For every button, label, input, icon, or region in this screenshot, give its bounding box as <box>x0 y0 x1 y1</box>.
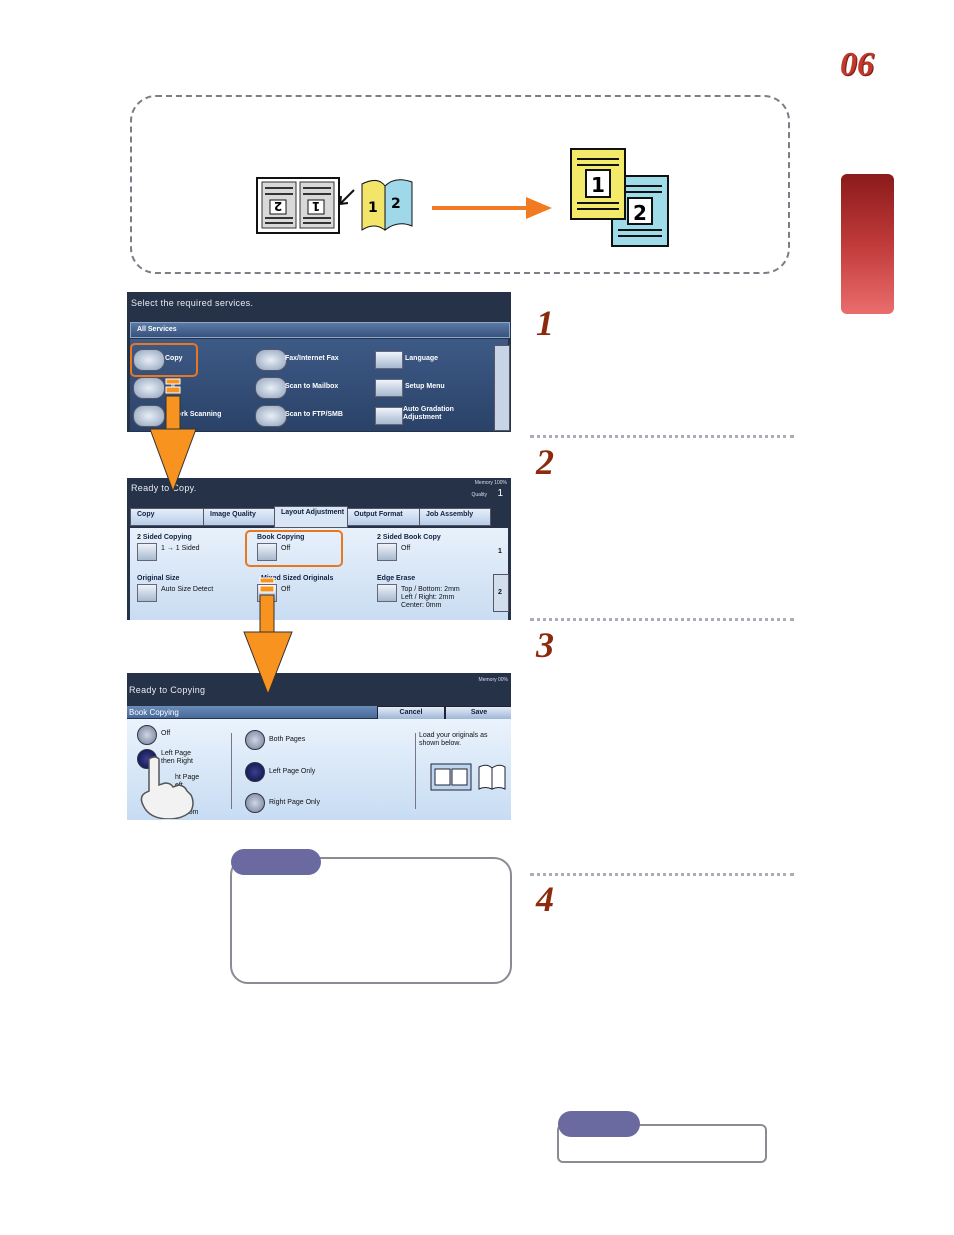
edge-erase-title: Edge Erase <box>377 575 416 582</box>
scan-ftp-button[interactable]: Scan to FTP/SMB <box>285 411 343 418</box>
two-sided-book-button[interactable] <box>377 543 397 561</box>
step-number-2: 2 <box>536 442 554 482</box>
note-box <box>230 857 512 984</box>
book-copying-highlight <box>245 530 343 567</box>
chapter-number: 06 <box>840 46 874 83</box>
step-divider <box>530 618 794 621</box>
quantity-label: Quality <box>471 492 487 498</box>
tab-job-assembly[interactable]: Job Assembly <box>419 508 491 526</box>
fax-icon[interactable] <box>255 349 287 371</box>
network-scan-label[interactable]: ork Scanning <box>177 411 222 418</box>
mailbox-icon[interactable] <box>255 377 287 399</box>
tab-output-format[interactable]: Output Format <box>347 508 421 526</box>
mixed-originals-title: Mixed Sized Originals <box>261 575 334 582</box>
copy-icon[interactable] <box>133 349 165 371</box>
screen-header: Ready to Copy. <box>131 483 197 493</box>
two-sided-copying-title: 2 Sided Copying <box>137 534 192 541</box>
step-divider <box>530 873 794 876</box>
both-pages-radio[interactable] <box>245 730 265 750</box>
both-pages-label: Both Pages <box>269 736 306 743</box>
original-size-title: Original Size <box>137 575 180 582</box>
cancel-button[interactable]: Cancel <box>377 706 445 720</box>
two-sided-copying-button[interactable] <box>137 543 157 561</box>
language-label: Language <box>405 355 439 362</box>
chapter-side-tab <box>841 174 894 314</box>
save-button[interactable]: Save <box>445 706 511 720</box>
original-size-value: Auto Size Detect <box>161 586 214 593</box>
tab-copy[interactable]: Copy <box>130 508 204 526</box>
duplex-output-illustration: 2 1 <box>570 148 669 247</box>
book-copying-title: Book Copying <box>257 534 305 541</box>
illustration-box <box>130 95 790 274</box>
svg-text:1: 1 <box>368 200 378 216</box>
svg-text:2: 2 <box>274 199 282 213</box>
layout-adjustment-screen: Ready to Copy. Memory 100% Quality 1 Cop… <box>127 478 511 620</box>
setup-menu-button[interactable] <box>375 379 403 397</box>
reference-box <box>557 1124 767 1163</box>
page-2-button[interactable]: 2 <box>498 589 502 596</box>
reference-label-pill <box>558 1111 640 1137</box>
memory-status: Memory 100% <box>474 480 507 486</box>
left-page-only-radio[interactable] <box>245 762 265 782</box>
auto-gradation-label: Auto Gradation Adjustment <box>403 406 454 421</box>
right-page-only-radio[interactable] <box>245 793 265 813</box>
book-copying-bar-title: Book Copying <box>129 708 179 717</box>
right-page-only-label: Right Page Only <box>269 799 320 806</box>
off-option-label: Off <box>161 730 171 737</box>
edge-erase-value: Top / Bottom: 2mm Left / Right: 2mm Cent… <box>401 586 460 610</box>
copy-highlight <box>130 343 198 377</box>
pointing-hand-icon <box>140 756 194 819</box>
note-label-pill <box>231 849 321 875</box>
svg-text:2: 2 <box>391 196 401 212</box>
scrollbar[interactable] <box>494 345 510 431</box>
tab-image-quality[interactable]: Image Quality <box>203 508 275 526</box>
book-original-illustration: 2 1 1 2 <box>256 177 413 234</box>
load-originals-instruction: Load your originals as shown below. <box>419 732 488 748</box>
fax-service-button[interactable]: Fax/Internet Fax <box>285 355 339 362</box>
memory-status: Memory 00% <box>478 677 508 683</box>
setup-menu-label: Setup Menu <box>405 383 445 390</box>
two-sided-book-title: 2 Sided Book Copy <box>377 534 441 541</box>
down-arrow-icon <box>243 577 293 696</box>
step-number-1: 1 <box>536 303 554 343</box>
original-size-button[interactable] <box>137 584 157 602</box>
right-arrow-icon <box>432 197 552 219</box>
mixed-originals-value: Off <box>281 586 291 593</box>
down-arrow-icon <box>149 378 197 493</box>
ftp-icon[interactable] <box>255 405 287 427</box>
services-screen: Select the required services. All Servic… <box>127 292 511 432</box>
book-copying-screen: Ready to Copying Memory 00% Book Copying… <box>127 673 511 820</box>
book-copying-button[interactable] <box>257 543 277 561</box>
left-then-right-label: Left Page then Right <box>161 750 193 765</box>
svg-text:2: 2 <box>633 201 647 225</box>
book-copying-value: Off <box>281 545 291 552</box>
edge-erase-button[interactable] <box>377 584 397 602</box>
two-sided-copying-value: 1 → 1 Sided <box>161 545 200 552</box>
svg-text:1: 1 <box>591 173 605 197</box>
copy-service-button[interactable]: Copy <box>165 355 183 362</box>
network-scan-icon[interactable] <box>133 405 165 427</box>
svg-text:1: 1 <box>312 199 320 213</box>
two-sided-book-value: Off <box>401 545 411 552</box>
tab-layout-adjustment[interactable]: Layout Adjustment <box>274 506 348 528</box>
auto-gradation-button[interactable] <box>375 407 403 425</box>
book-placement-icon <box>430 763 506 791</box>
left-page-only-label: Left Page Only <box>269 768 316 775</box>
step-number-4: 4 <box>536 879 554 919</box>
step-number-3: 3 <box>536 625 554 665</box>
scan-mailbox-button[interactable]: Scan to Mailbox <box>285 383 339 390</box>
quantity-value: 1 <box>497 488 503 499</box>
email-icon[interactable] <box>133 377 165 399</box>
language-button[interactable] <box>375 351 403 369</box>
page-2-scroll[interactable] <box>493 574 509 612</box>
off-radio[interactable] <box>137 725 157 745</box>
page-1-button[interactable]: 1 <box>498 548 502 555</box>
all-services-label: All Services <box>137 326 177 333</box>
screen-header: Select the required services. <box>131 298 254 308</box>
step-divider <box>530 435 794 438</box>
screen-header: Ready to Copying <box>129 685 206 695</box>
